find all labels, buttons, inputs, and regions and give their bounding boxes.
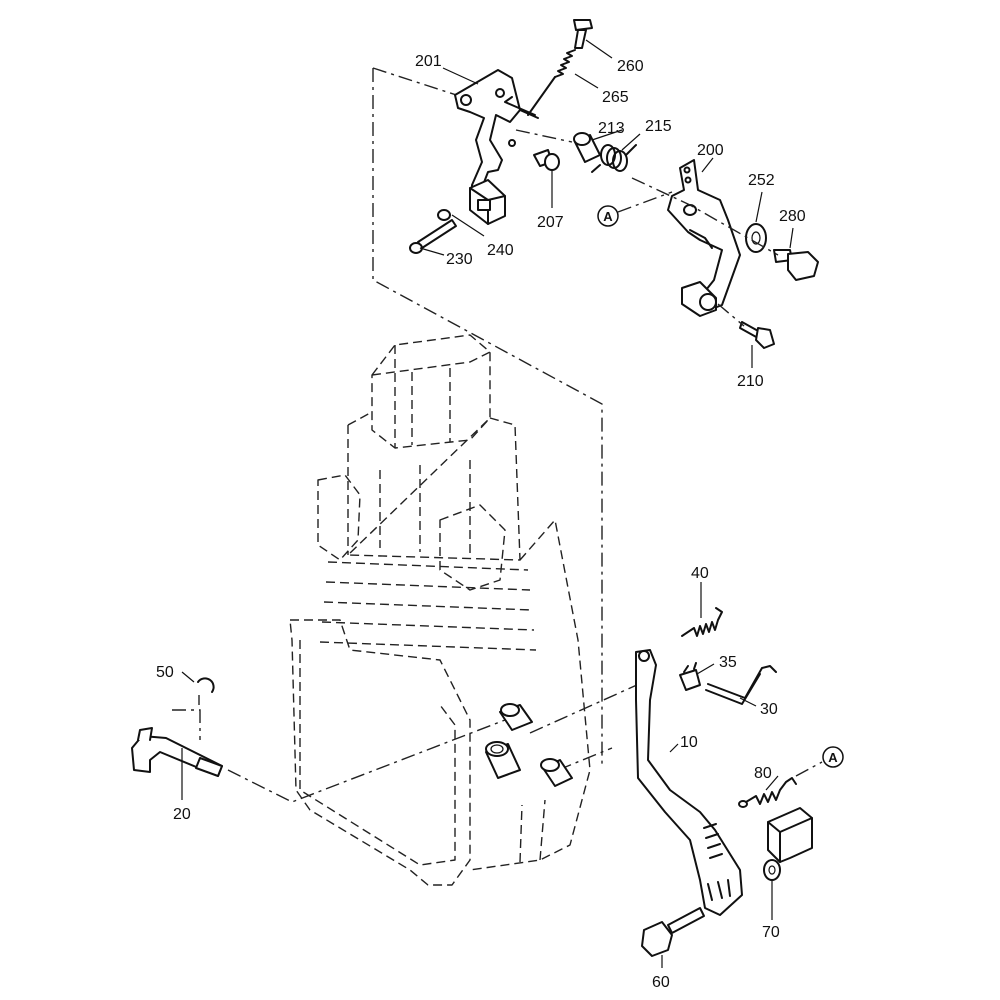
callout-201: 201 <box>415 53 442 70</box>
callout-leaders <box>181 39 794 968</box>
spring-80 <box>738 777 797 808</box>
bolt-230 <box>409 219 457 254</box>
engine-bushing-right <box>540 758 573 787</box>
callout-215: 215 <box>645 118 672 135</box>
washer-252 <box>745 223 767 253</box>
callout-30: 30 <box>760 701 778 718</box>
governor-arm-201 <box>454 69 521 225</box>
callout-252: 252 <box>748 172 775 189</box>
engine-bushing-lower <box>485 741 521 779</box>
callout-20: 20 <box>173 806 191 823</box>
spring-40 <box>681 607 723 637</box>
callout-50: 50 <box>156 664 174 681</box>
callout-labels: 201 260 265 213 215 200 252 280 207 240 … <box>156 53 806 991</box>
callout-10: 10 <box>680 734 698 751</box>
lever-200 <box>667 159 741 317</box>
callout-40: 40 <box>691 565 709 582</box>
clip-35 <box>679 662 701 691</box>
shaft-20 <box>131 727 223 777</box>
collar-213 <box>573 132 601 163</box>
clip-50 <box>197 677 215 693</box>
callout-35: 35 <box>719 654 737 671</box>
nut-240 <box>437 209 451 221</box>
marker-a-upper: A <box>515 129 779 327</box>
bolt-280 <box>773 249 819 281</box>
spring-265 <box>504 49 576 116</box>
callout-213: 213 <box>598 120 625 137</box>
engine-leader-lines <box>172 679 649 803</box>
torsion-spring-215 <box>591 144 637 173</box>
rod-30 <box>705 665 777 705</box>
callout-280: 280 <box>779 208 806 225</box>
callout-80: 80 <box>754 765 772 782</box>
screw-210 <box>739 321 775 349</box>
marker-a-upper-label: A <box>603 209 613 224</box>
callout-230: 230 <box>446 251 473 268</box>
callout-210: 210 <box>737 373 764 390</box>
callout-60: 60 <box>652 974 670 991</box>
bolt-207 <box>533 149 560 171</box>
engine-bushing-upper <box>499 703 533 731</box>
callout-207: 207 <box>537 214 564 231</box>
plate-70 <box>763 807 813 881</box>
marker-a-lower: A <box>795 746 844 777</box>
bolt-260 <box>573 19 593 49</box>
marker-a-lower-label: A <box>828 750 838 765</box>
callout-240: 240 <box>487 242 514 259</box>
callout-260: 260 <box>617 58 644 75</box>
callout-265: 265 <box>602 89 629 106</box>
callout-70: 70 <box>762 924 780 941</box>
engine-block-outline <box>289 334 591 886</box>
link-arm-10 <box>635 649 743 916</box>
callout-200: 200 <box>697 142 724 159</box>
bolt-60 <box>641 907 705 957</box>
